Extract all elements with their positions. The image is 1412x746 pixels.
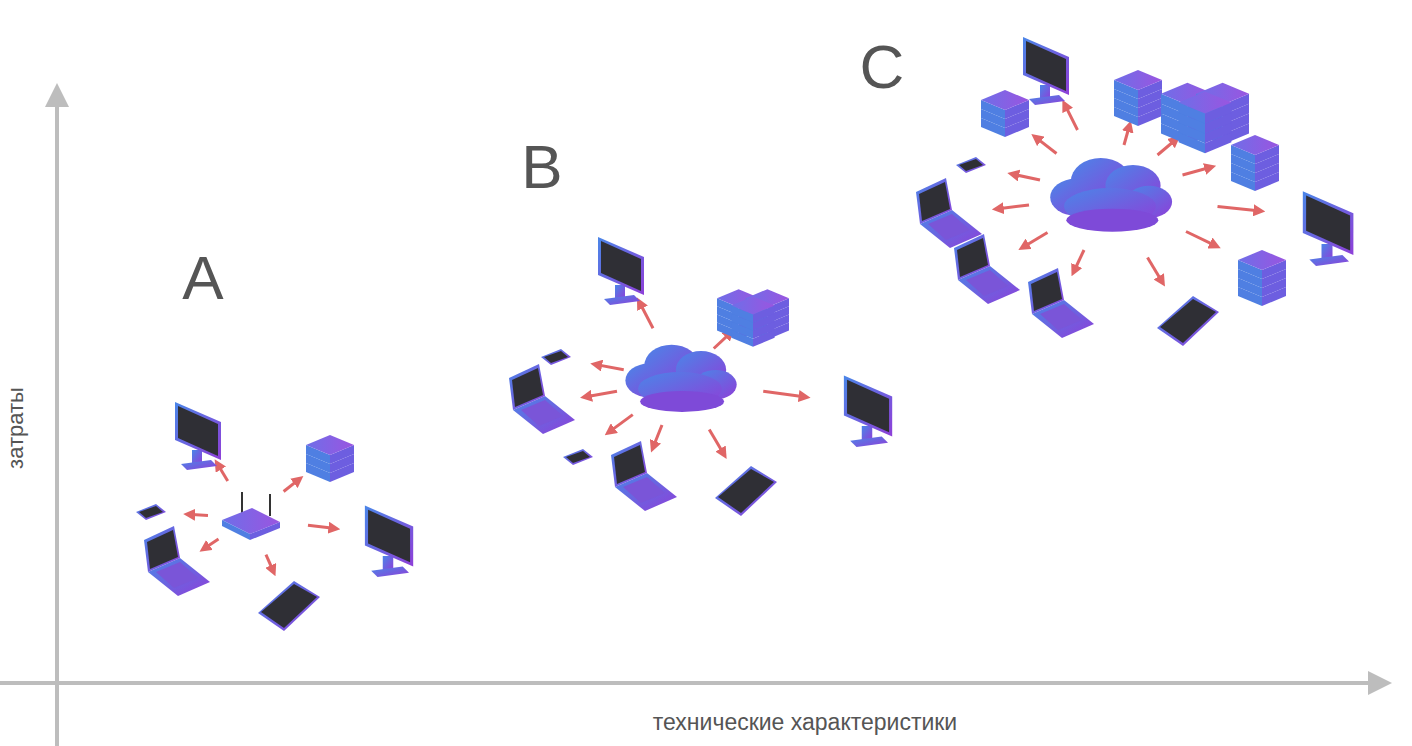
laptop-icon [954,234,1020,304]
axis-label: затраты [5,387,27,469]
link-arrow [763,391,806,397]
laptop-icon [144,526,210,596]
phone-icon [563,449,593,465]
cloud-icon [625,345,736,412]
link-arrow [204,539,219,549]
monitor-icon [175,402,221,470]
link-arrow [653,425,662,448]
link-arrow [709,430,724,455]
group-letter: A [182,247,223,309]
link-arrow [609,415,633,433]
server-icon [981,90,1029,137]
link-arrow [217,463,228,481]
link-arrow [1186,232,1216,247]
laptop-icon [1028,268,1094,338]
link-arrow [1158,139,1177,155]
tablet-icon [715,466,777,516]
link-arrow [1148,258,1163,283]
link-arrow [266,555,274,572]
phone-icon [956,157,986,173]
link-arrow [1035,137,1056,154]
link-arrow [1065,104,1078,130]
link-arrow [188,514,208,515]
server-icon [1238,250,1286,306]
tablet-icon [1157,296,1219,346]
link-arrow [1183,167,1212,175]
group-letter: B [521,136,562,198]
link-arrow [1074,250,1084,272]
axis-label: технические характеристики [653,711,957,734]
monitor-icon [598,237,644,305]
monitor-icon [844,376,892,447]
server-icon [1114,70,1162,126]
router-icon [222,492,280,540]
cloud-icon [1050,158,1172,232]
x-axis [0,681,1380,685]
monitor-icon [1303,191,1354,266]
link-arrow [997,205,1029,209]
link-arrow [1218,207,1261,212]
phone-icon [136,504,166,520]
laptop-icon [509,364,575,434]
monitor-icon [365,506,413,577]
monitor-icon [1023,37,1069,105]
link-arrow [308,525,336,528]
link-arrow [595,364,624,369]
group-letter: C [860,36,905,98]
tablet-icon [258,581,320,631]
phone-icon [541,349,571,365]
link-arrow [284,479,300,492]
laptop-icon [611,441,677,511]
server-icon [306,435,354,482]
server-cluster-icon [1161,83,1249,153]
server-icon [1231,135,1279,191]
link-arrow [639,302,653,328]
laptop-icon [916,178,982,248]
link-arrow [1023,233,1048,248]
link-arrow [1012,174,1040,180]
link-arrow [1124,125,1130,145]
server-cluster-icon [717,289,789,347]
link-arrow [585,391,617,397]
y-axis [55,95,59,746]
